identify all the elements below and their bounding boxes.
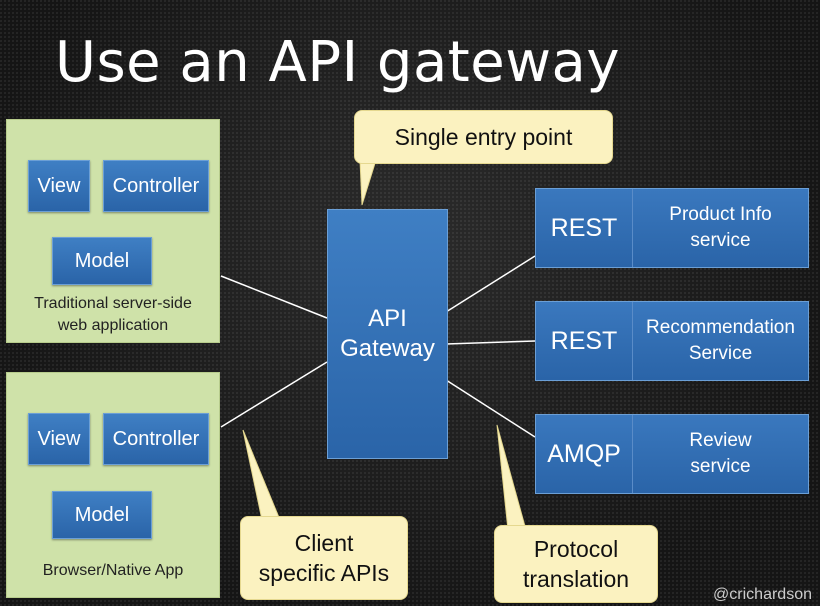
service-protocol: REST bbox=[536, 302, 633, 380]
callout-pointer-client bbox=[242, 429, 281, 521]
model-box: Model bbox=[52, 491, 152, 539]
client-panel-web-app: View Controller Model Traditional server… bbox=[6, 119, 220, 343]
connector-client1-gateway bbox=[220, 275, 328, 319]
controller-box: Controller bbox=[103, 160, 209, 212]
callout-pointer-entry bbox=[359, 159, 377, 206]
service-name: Recommendation Service bbox=[633, 302, 808, 380]
service-name-line1: Review bbox=[689, 430, 752, 451]
client-caption-line1: Browser/Native App bbox=[42, 562, 184, 579]
view-box: View bbox=[28, 413, 90, 465]
service-name-line1: Product Info bbox=[669, 204, 772, 225]
service-name-line2: Service bbox=[688, 343, 753, 364]
author-watermark: @crichardson bbox=[713, 586, 812, 603]
connector-client2-gateway bbox=[220, 361, 328, 428]
view-box: View bbox=[28, 160, 90, 212]
callout-single-entry-point: Single entry point bbox=[354, 110, 613, 164]
client-panel-browser-app: View Controller Model Browser/Native App bbox=[6, 372, 220, 598]
service-name-line2: service bbox=[690, 456, 751, 477]
client-caption-line1: Traditional server-side bbox=[34, 295, 192, 312]
callout-client-specific-apis: Client specific APIs bbox=[240, 516, 408, 600]
gateway-label-line1: API bbox=[368, 305, 407, 332]
model-box: Model bbox=[52, 237, 152, 285]
callout-protocol-line2: translation bbox=[522, 566, 630, 592]
callout-entry-text: Single entry point bbox=[394, 124, 573, 150]
service-name-line2: service bbox=[690, 230, 751, 251]
service-name: Product Info service bbox=[633, 189, 808, 267]
connector-gateway-svc1 bbox=[445, 255, 536, 313]
controller-box: Controller bbox=[103, 413, 209, 465]
service-product-info: REST Product Info service bbox=[535, 188, 809, 268]
slide-title: Use an API gateway bbox=[55, 30, 620, 95]
service-review: AMQP Review service bbox=[535, 414, 809, 494]
service-name-line1: Recommendation bbox=[646, 317, 795, 338]
callout-client-line1: Client bbox=[294, 530, 354, 556]
callout-protocol-line1: Protocol bbox=[533, 536, 619, 562]
callout-client-line2: specific APIs bbox=[258, 560, 390, 586]
service-recommendation: REST Recommendation Service bbox=[535, 301, 809, 381]
service-name: Review service bbox=[633, 415, 808, 493]
callout-protocol-translation: Protocol translation bbox=[494, 525, 658, 603]
gateway-label-line2: Gateway bbox=[340, 335, 435, 362]
connector-gateway-svc3 bbox=[445, 379, 536, 438]
connector-gateway-svc2 bbox=[445, 340, 536, 345]
client-caption-line2: web application bbox=[57, 317, 169, 334]
api-gateway-box: API Gateway bbox=[327, 209, 448, 459]
callout-pointer-protocol bbox=[496, 424, 527, 531]
service-protocol: AMQP bbox=[536, 415, 633, 493]
service-protocol: REST bbox=[536, 189, 633, 267]
